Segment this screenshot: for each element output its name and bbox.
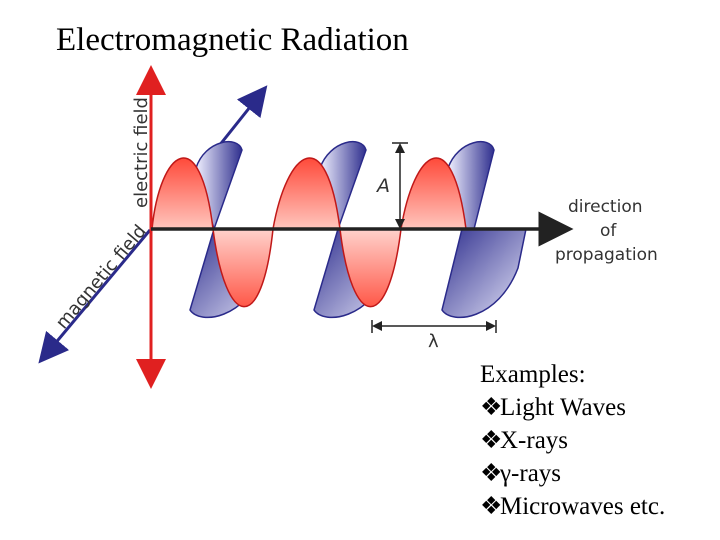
diamond-bullet-icon: ❖: [480, 460, 503, 487]
electric-field-label: electric field: [131, 97, 152, 208]
amplitude-indicator: [392, 142, 408, 229]
list-item: ❖Light Waves: [480, 391, 665, 424]
list-item: ❖Microwaves etc.: [480, 490, 665, 523]
magnetic-wave: [189, 141, 527, 319]
magnetic-field-label: magnetic field: [52, 221, 151, 333]
examples-heading: Examples:: [480, 361, 586, 388]
list-item: ❖γ-rays: [480, 457, 665, 490]
propagation-label: propagation: [555, 245, 658, 265]
electric-wave: [151, 157, 467, 308]
electric-lobe: [212, 228, 274, 308]
wavelength-label: λ: [428, 331, 439, 352]
direction-of-label: of: [600, 221, 617, 241]
diamond-bullet-icon: ❖: [480, 493, 503, 520]
examples-list: Examples: ❖Light Waves ❖X-rays ❖γ-rays ❖…: [480, 358, 665, 523]
direction-label: direction: [568, 197, 643, 217]
example-label: γ-rays: [500, 460, 562, 487]
example-label: X-rays: [500, 427, 569, 454]
list-item: ❖X-rays: [480, 424, 665, 457]
wavelength-indicator: [371, 320, 497, 333]
amplitude-label: A: [375, 175, 390, 197]
electric-lobe: [272, 157, 341, 230]
magnetic-lobe: [447, 141, 495, 230]
diamond-bullet-icon: ❖: [480, 427, 503, 454]
slide-title: Electromagnetic Radiation: [56, 22, 409, 58]
electric-lobe: [151, 157, 214, 230]
electric-lobe: [339, 228, 402, 308]
magnetic-axis-lower: [38, 229, 152, 364]
magnetic-lobe: [441, 228, 527, 319]
example-label: Microwaves etc.: [500, 493, 666, 520]
diamond-bullet-icon: ❖: [480, 394, 503, 421]
electric-lobe: [400, 157, 467, 230]
example-label: Light Waves: [500, 394, 626, 421]
